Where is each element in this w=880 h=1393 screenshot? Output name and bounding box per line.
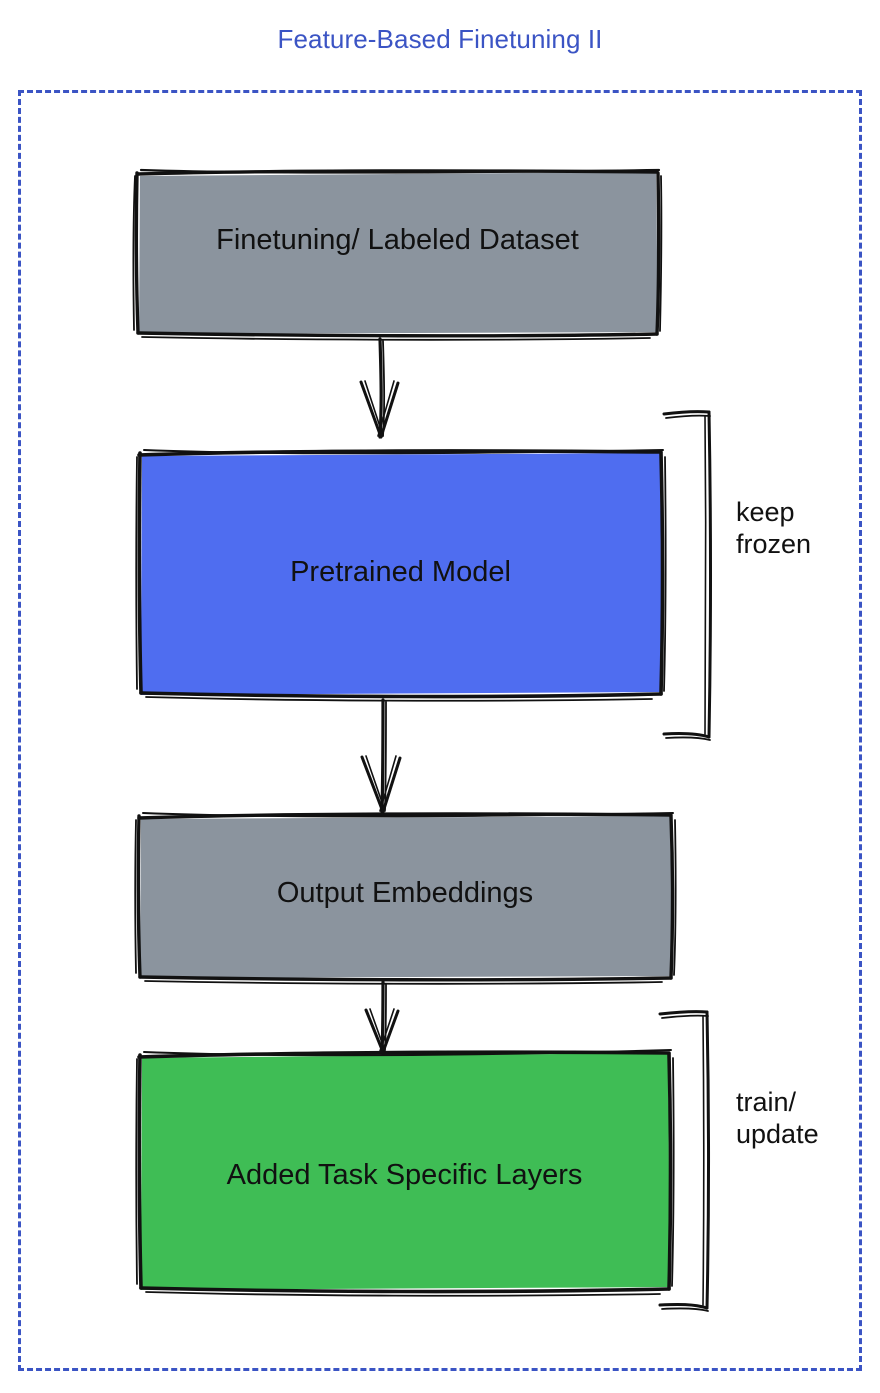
page-title: Feature-Based Finetuning II (277, 24, 603, 54)
node-label-added-task-specific-layers: Added Task Specific Layers (226, 1159, 583, 1191)
node-finetuning-dataset[interactable]: Finetuning/ Labeled Dataset (137, 171, 658, 334)
node-label-pretrained-model: Pretrained Model (290, 556, 511, 588)
node-pretrained-model[interactable]: Pretrained Model (139, 451, 662, 695)
node-added-task-specific-layers[interactable]: Added Task Specific Layers (139, 1053, 670, 1290)
annotation-keep-frozen: keep frozen (736, 497, 812, 559)
node-label-finetuning-dataset: Finetuning/ Labeled Dataset (216, 224, 579, 256)
annotation-train-update: train/ update (736, 1087, 819, 1149)
feature-based-finetuning-boundary (18, 90, 862, 1371)
node-label-output-embeddings: Output Embeddings (276, 877, 534, 909)
node-output-embeddings[interactable]: Output Embeddings (138, 814, 672, 978)
